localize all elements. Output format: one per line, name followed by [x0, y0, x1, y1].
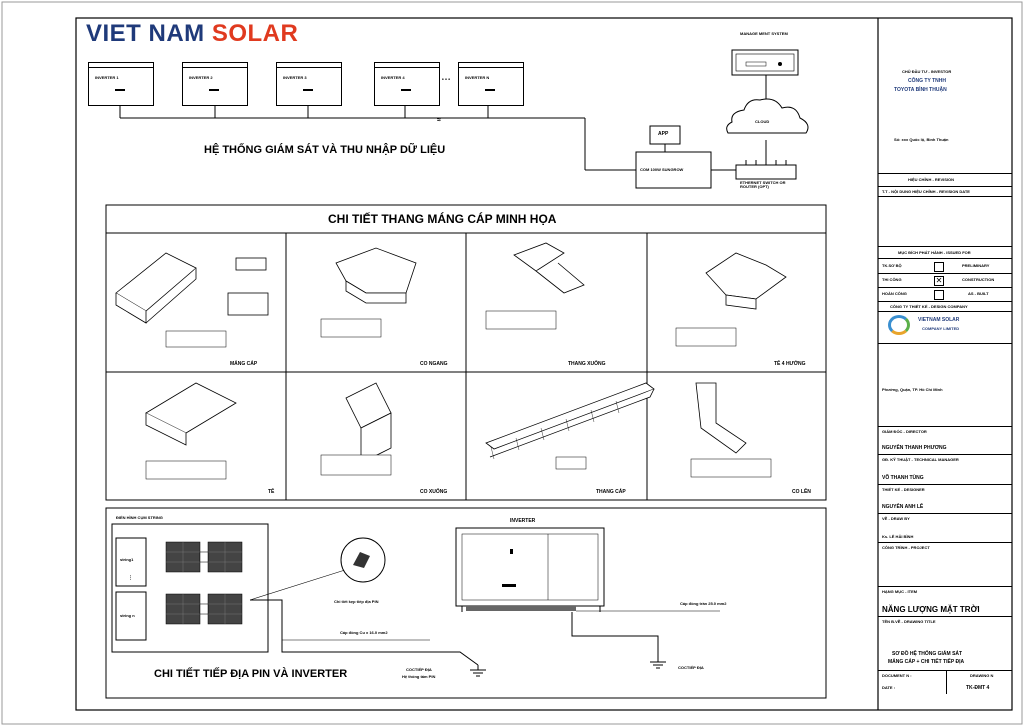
- director-label: GIÁM ĐỐC - DIRECTOR: [882, 429, 927, 434]
- issue-label: MỤC ĐÍCH PHÁT HÀNH - ISSUED FOR: [898, 250, 971, 255]
- tray-label-thang-xuong: THANG XUỐNG: [568, 361, 606, 367]
- drawing-title-line1: SƠ ĐỒ HỆ THỐNG GIÁM SÁT: [892, 651, 963, 657]
- tray-label-te-4-huong: TÊ 4 HƯỚNG: [774, 361, 806, 367]
- revision-columns: T.T - NỘI DUNG HIỆU CHỈNH - REVISION DAT…: [882, 189, 970, 194]
- inverter-large-label: INVERTER: [510, 518, 536, 524]
- app-label: APP: [658, 131, 669, 137]
- tray-drawings: [115, 242, 787, 480]
- inverter-label: INVERTER 4: [381, 75, 405, 80]
- issue-asbuilt-en: AS - BUILT: [968, 291, 989, 296]
- issue-prelim-en: PRELIMINARY: [962, 263, 990, 268]
- project-label: CÔNG TRÌNH - PROJECT: [882, 545, 930, 550]
- issue-asbuilt-label: HOÀN CÔNG: [882, 291, 907, 296]
- drawing-title-line2: MÁNG CÁP + CHI TIẾT TIẾP ĐỊA: [888, 659, 965, 665]
- inverter-unit: INVERTER N: [458, 62, 524, 106]
- inverter-label: INVERTER 3: [283, 75, 307, 80]
- investor-address: Số: xxx Quốc lộ, Bình Thuận: [894, 137, 949, 142]
- director-name: NGUYỄN THANH PHƯƠNG: [882, 445, 947, 451]
- designer-name: NGUYỄN ANH LÊ: [882, 504, 924, 510]
- svg-text:≈: ≈: [437, 117, 441, 124]
- company-name-sub: COMPANY LIMITED: [922, 326, 960, 331]
- issue-constr-en: CONSTRUCTION: [962, 277, 995, 282]
- tray-label-thang-cap: THANG CÁP: [596, 489, 626, 495]
- company-label: CÔNG TY THIẾT KẾ - DESIGN COMPANY: [890, 304, 968, 309]
- tray-label-co-ngang: CO NGANG: [420, 361, 448, 367]
- grounding-title: CHI TIẾT TIẾP ĐỊA PIN VÀ INVERTER: [154, 668, 348, 680]
- management-system-label: MANAGE MENT SYSTEM: [740, 31, 788, 36]
- com-box-label: COM 100W SUNGROW: [640, 167, 684, 172]
- inverter-label: INVERTER N: [465, 75, 490, 80]
- drawby-name: Ks. LÊ HẢI BÌNH: [882, 534, 914, 539]
- tray-section-title: CHI TIẾT THANG MÁNG CÁP MINH HỌA: [328, 212, 557, 226]
- company-name: VIETNAM SOLAR: [918, 317, 960, 323]
- company-logo-icon: [888, 315, 910, 335]
- tray-label-te: TÊ: [268, 489, 275, 495]
- document-no-label: DOCUMENT N :: [882, 673, 912, 678]
- issue-constr-label: THI CÔNG: [882, 277, 902, 282]
- stringn-label: string n: [120, 613, 135, 618]
- clamp-label: Chi tiết kẹp tiếp địa PIN: [334, 599, 379, 604]
- cable2-label: Cáp đồng trần 25.0 mm2: [680, 601, 727, 606]
- inverter-label: INVERTER 1: [95, 75, 119, 80]
- date-label: DATE :: [882, 685, 896, 690]
- ground1-sub-label: Hệ thống tấm PIN: [402, 674, 436, 679]
- item-label: HẠNG MỤC - ITEM: [882, 589, 918, 594]
- ground1-label: COCTIẾP ĐỊA: [406, 667, 432, 672]
- cable1-label: Cáp đồng Cu x 16.0 mm2: [340, 630, 388, 635]
- title-block: CHỦ ĐẦU TƯ - INVESTOR CÔNG TY TNHH TOYOT…: [878, 18, 1012, 710]
- inverter-unit: INVERTER 1: [88, 62, 154, 106]
- tech-manager-name: VÕ THANH TÙNG: [882, 475, 924, 481]
- company-address: Phường, Quận, TP. Hồ Chí Minh: [882, 387, 943, 392]
- designer-label: THIẾT KẾ - DESIGNER: [882, 487, 925, 492]
- issue-asbuilt-checkbox: [934, 290, 944, 300]
- inverter-label: INVERTER 2: [189, 75, 213, 80]
- inverter-unit: INVERTER 2: [182, 62, 248, 106]
- revision-label: HIỆU CHỈNH - REVISION: [908, 177, 955, 182]
- inverter-unit: INVERTER 4: [374, 62, 440, 106]
- switch-label: ETHERNET SWITCH OR ROUTER (OPT): [740, 180, 786, 189]
- cloud-label: CLOUD: [755, 119, 770, 124]
- inverter-unit: INVERTER 3: [276, 62, 342, 106]
- issue-prelim-checkbox: [934, 262, 944, 272]
- inverter-ellipsis: • • •: [442, 77, 451, 83]
- investor-label: CHỦ ĐẦU TƯ - INVESTOR: [902, 69, 952, 74]
- string1-label: string1: [120, 557, 134, 562]
- tray-label-co-len: CO LÊN: [792, 489, 811, 495]
- drawing-title-label: TÊN B.VẼ - DRAWING TITLE: [882, 619, 936, 624]
- investor-line1: CÔNG TY TNHH: [908, 78, 946, 84]
- item-value: NĂNG LƯỢNG MẶT TRỜI: [882, 605, 980, 614]
- drawing-no-label: DRAWING N: [970, 673, 994, 678]
- string-group-title: ĐIỂN HÌNH CỤM STRING: [116, 515, 163, 520]
- issue-constr-checkbox: ✕: [934, 276, 944, 286]
- ground2-label: COCTIẾP ĐỊA: [678, 665, 704, 670]
- tech-manager-label: GĐ. KỸ THUẬT - TECHNICAL MANAGER: [882, 457, 959, 462]
- monitoring-title: HỆ THỐNG GIÁM SÁT VÀ THU NHẬP DỮ LIỆU: [204, 144, 446, 156]
- string-dots: ⋮: [128, 575, 133, 581]
- issue-prelim-label: TK.SƠ BỘ: [882, 263, 902, 268]
- investor-line2: TOYOTA BÌNH THUẬN: [894, 87, 947, 93]
- drawby-label: VẼ - DRAW BY: [882, 516, 910, 521]
- tray-label-co-xuong: CO XUỐNG: [420, 489, 448, 495]
- drawing-no-value: TK-ĐMT 4: [966, 685, 990, 691]
- tray-label-mang-cap: MÁNG CÁP: [230, 361, 258, 367]
- company-logo: VIET NAM SOLAR: [86, 20, 299, 47]
